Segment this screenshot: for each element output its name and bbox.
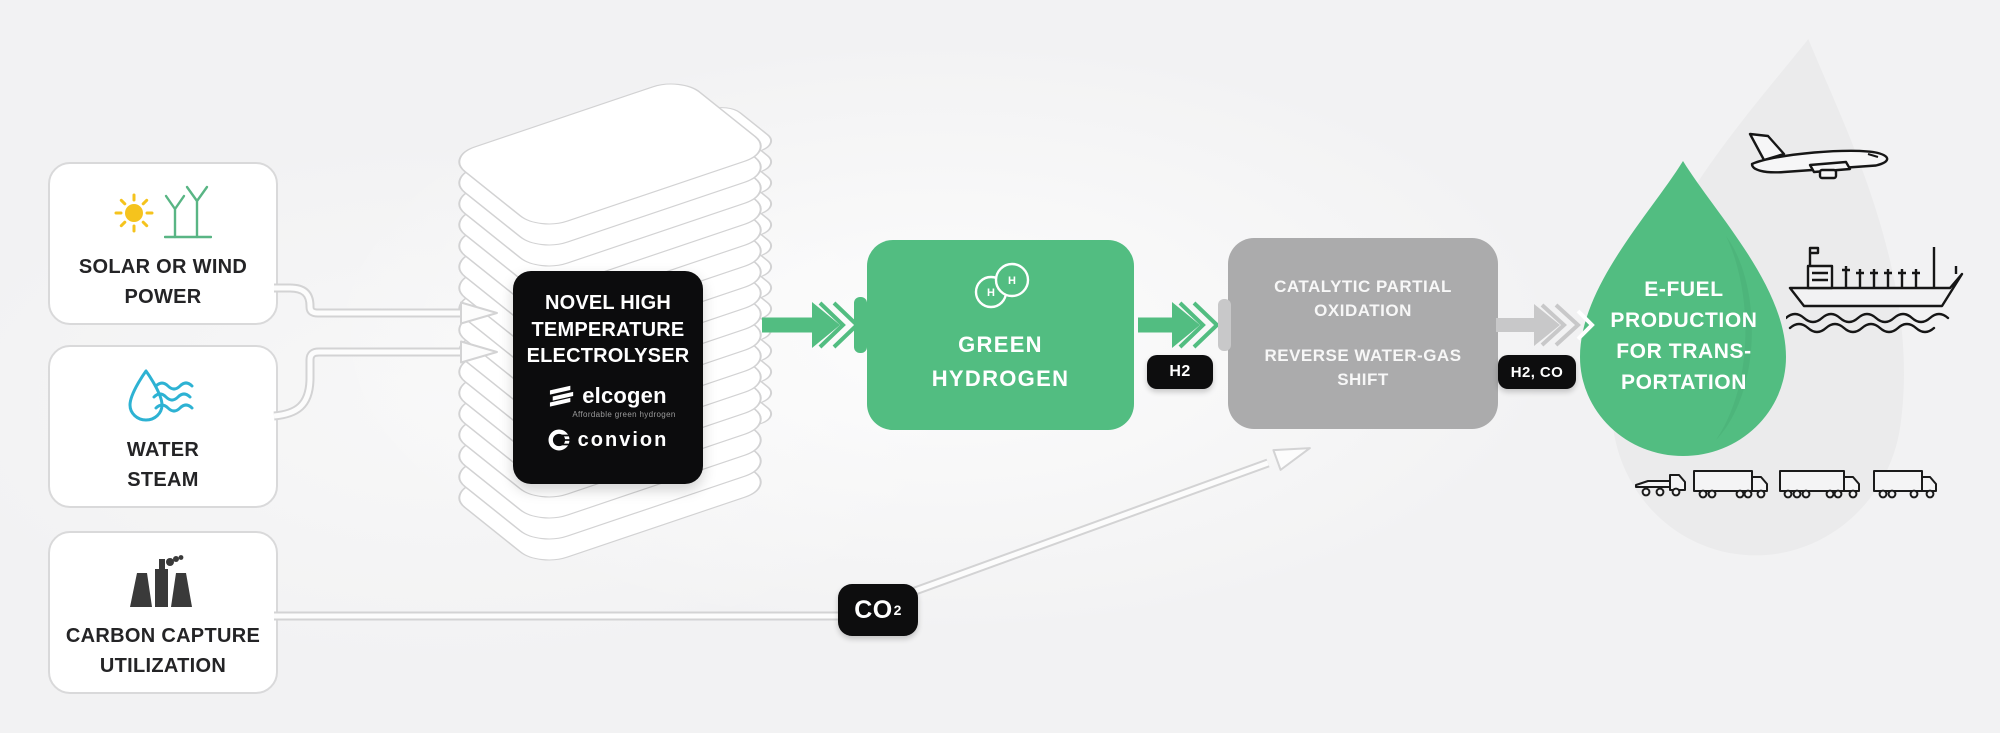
source-label-water-steam: WATER STEAM [126,439,200,491]
convion-logo: convion [548,429,669,452]
syngas-flow-arrow [1496,303,1595,347]
h2-badge: H2 [1147,355,1213,389]
factory-icon [130,555,192,607]
truck-icon [1873,470,1937,499]
cargo-ship-icon [1786,246,1964,334]
green-hydrogen-box: H H GREEN HYDROGEN [867,240,1134,430]
h2-flow-arrow-stack [762,297,867,353]
co2-badge-label: CO [854,595,893,624]
svg-text:H: H [1008,275,1016,287]
airplane-icon [1748,132,1889,180]
wind-turbines-icon [164,185,212,239]
truck-icon [1779,470,1860,499]
conversion-label-top: CATALYTIC PARTIAL OXIDATION [1274,277,1452,321]
sea-waves-icon [1786,312,1950,334]
electrolyser-box: NOVEL HIGH TEMPERATURE ELECTROLYSER elco… [513,271,703,484]
sun-icon [114,193,154,233]
convion-ring-icon [548,429,570,451]
elcogen-tagline: Affordable green hydrogen [572,409,676,419]
h2-molecule-icon: H H [974,262,1029,309]
solar-power-flow-arrow [274,283,498,325]
electrolyser-title: NOVEL HIGH TEMPERATURE ELECTROLYSER [526,292,690,368]
truck-icon [1635,474,1686,497]
water-steam-icon [128,369,194,422]
source-box-solar-wind: SOLAR OR WIND POWER [48,162,278,325]
h2-badge-label: H2 [1169,363,1191,380]
convion-logo-text: convion [577,428,669,451]
efuel-label: E-FUEL PRODUCTION FOR TRANS- PORTATION [1610,278,1758,395]
h2-flow-arrow-conversion [1138,299,1231,351]
elcogen-logo: elcogen [549,383,667,409]
steam-flow-arrow [273,340,498,421]
source-label-carbon-capture: CARBON CAPTURE UTILIZATION [65,625,261,677]
conversion-label-bottom: REVERSE WATER-GAS SHIFT [1264,346,1462,389]
green-hydrogen-label: GREEN HYDROGEN [931,332,1070,392]
truck-convoy-icons [1635,470,1937,499]
efuel-droplet-shape [1580,161,1786,456]
h2-co-badge-label: H2, CO [1510,363,1564,381]
co2-flow-arrow [274,447,1311,621]
co2-badge-subscript: 2 [893,602,902,618]
source-box-water-steam: WATER STEAM [48,345,278,508]
conversion-box: CATALYTIC PARTIAL OXIDATION REVERSE WATE… [1228,238,1498,429]
elcogen-layers-icon [550,385,574,407]
h2-co-badge: H2, CO [1498,355,1576,389]
truck-icon [1693,470,1768,499]
svg-text:H: H [987,287,995,299]
source-label-solar-wind: SOLAR OR WIND POWER [78,256,248,308]
elcogen-logo-text: elcogen [582,382,667,408]
